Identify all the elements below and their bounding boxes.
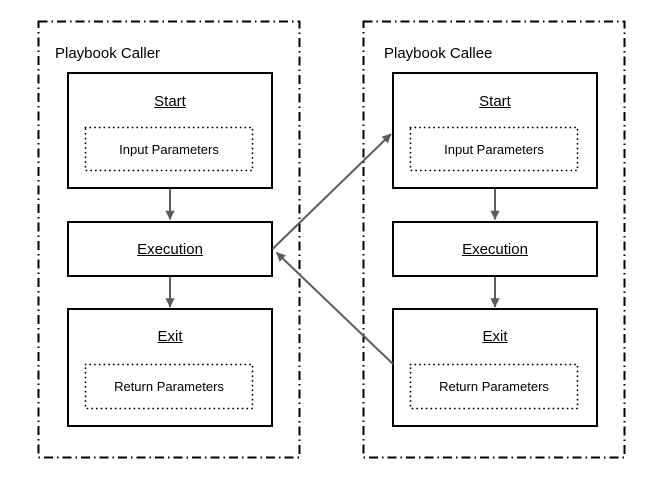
caller-start-label: Start <box>154 93 186 110</box>
callee-exit-label: Exit <box>482 328 508 345</box>
callee-start-label: Start <box>479 93 511 110</box>
caller-exit-box <box>67 308 273 427</box>
caller-exit-label: Exit <box>157 328 183 345</box>
callee-return-params-label: Return Parameters <box>439 379 549 394</box>
callee-execution-label: Execution <box>462 241 528 258</box>
caller-title: Playbook Caller <box>55 45 161 62</box>
caller-start-box <box>67 72 273 189</box>
callee-title: Playbook Callee <box>384 45 493 62</box>
callee-exit-box <box>392 308 598 427</box>
caller-input-params-label: Input Parameters <box>119 142 219 157</box>
callee-input-params-box <box>409 126 579 172</box>
caller-execution-box <box>67 221 273 277</box>
arrow-callee-exit-to-caller-execution <box>275 251 394 365</box>
caller-execution-label: Execution <box>137 241 203 258</box>
callee-container-border <box>362 20 626 459</box>
callee-execution-box <box>392 221 598 277</box>
caller-container-border <box>37 20 301 459</box>
caller-return-params-box <box>84 363 254 410</box>
caller-input-params-box <box>84 126 254 172</box>
caller-return-params-label: Return Parameters <box>114 379 224 394</box>
callee-input-params-label: Input Parameters <box>444 142 544 157</box>
callee-return-params-box <box>409 363 579 410</box>
arrow-caller-execution-to-callee-start <box>271 133 392 250</box>
callee-start-box <box>392 72 598 189</box>
